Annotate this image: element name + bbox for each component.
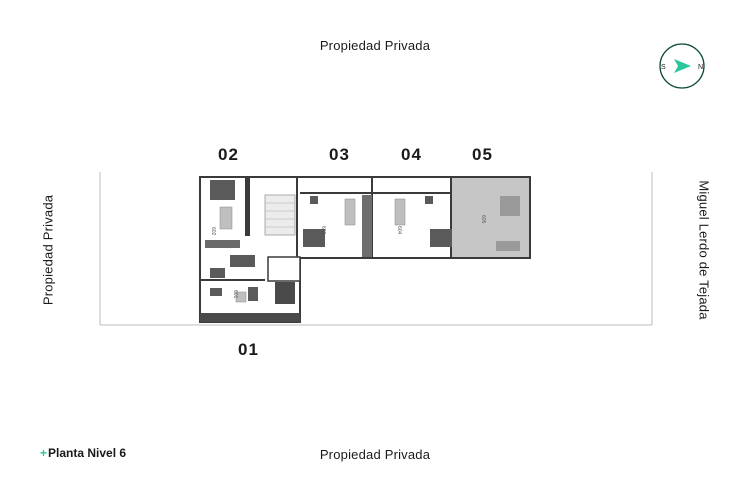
bottom-wall bbox=[200, 313, 300, 322]
room-code-603: 603 bbox=[320, 226, 326, 235]
unit-label-02: 02 bbox=[218, 145, 239, 164]
room-code-605: 605 bbox=[480, 215, 486, 224]
room-code-601: 601 bbox=[232, 290, 238, 299]
compass-north: N bbox=[698, 64, 703, 71]
unit-label-05: 05 bbox=[472, 145, 493, 164]
column-b bbox=[362, 195, 372, 257]
unit-label-03: 03 bbox=[329, 145, 350, 164]
plan-title-text: Planta Nivel 6 bbox=[48, 446, 127, 460]
furniture bbox=[205, 180, 520, 304]
column-a bbox=[245, 178, 250, 236]
unit-label-01: 01 bbox=[238, 340, 259, 359]
room-code-602: 602 bbox=[210, 227, 216, 236]
compass-icon: S N bbox=[659, 43, 705, 89]
bottom-boundary-label: Propiedad Privada bbox=[319, 447, 431, 462]
left-boundary-label: Propiedad Privada bbox=[40, 194, 56, 306]
plan-title: +Planta Nivel 6 bbox=[40, 446, 126, 460]
stair-core bbox=[264, 194, 301, 282]
plan-title-prefix: + bbox=[40, 446, 48, 460]
room-code-604: 604 bbox=[396, 226, 402, 235]
tables bbox=[219, 198, 406, 303]
unit-label-04: 04 bbox=[401, 145, 422, 164]
street-label: Miguel Lerdo de Tejada bbox=[696, 180, 712, 320]
top-boundary-label: Propiedad Privada bbox=[319, 38, 431, 53]
property-boundary bbox=[99, 172, 653, 326]
compass-south: S bbox=[661, 64, 666, 71]
